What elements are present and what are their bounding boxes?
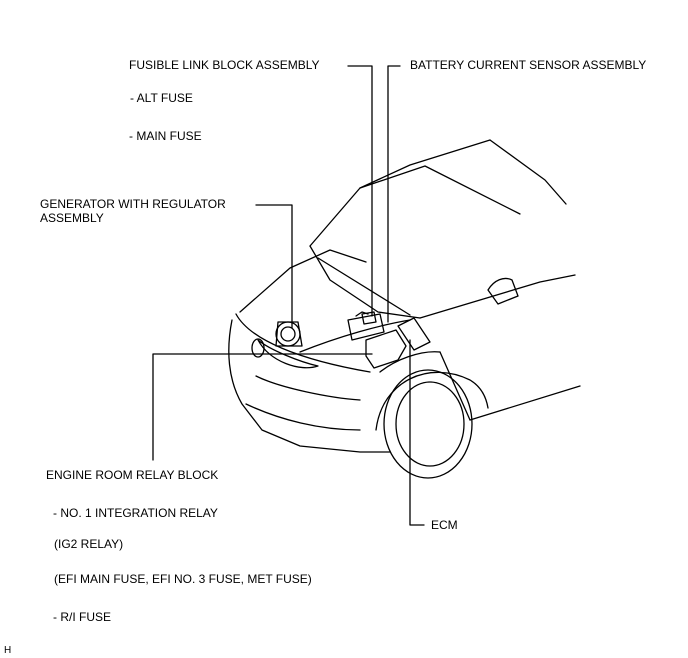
generator-label-line2: ASSEMBLY [40, 211, 104, 225]
hood-left [235, 313, 371, 373]
ecm-label: ECM [431, 518, 458, 532]
roof-rear [489, 139, 567, 205]
side-sill [469, 385, 581, 421]
a-pillar [309, 245, 421, 319]
wheel-arch [375, 371, 489, 431]
door-line [439, 351, 471, 421]
generator-part [275, 321, 303, 347]
leader-fusible-link [347, 65, 373, 317]
integration-relay-label: - NO. 1 INTEGRATION RELAY [53, 506, 218, 520]
ig2-relay-label: (IG2 RELAY) [54, 537, 124, 551]
windshield-base [317, 257, 411, 316]
hood-center [299, 319, 411, 353]
fender [379, 351, 441, 373]
windshield-top [359, 165, 521, 215]
fusible-link-part [361, 311, 377, 325]
ri-fuse-label: - R/I FUSE [53, 610, 112, 624]
main-fuse-label: - MAIN FUSE [129, 129, 202, 143]
alt-fuse-label: - ALT FUSE [130, 91, 193, 105]
efi-fuses-label: (EFI MAIN FUSE, EFI NO. 3 FUSE, MET FUSE… [54, 572, 312, 586]
belt-line [419, 274, 576, 319]
front-wheel [383, 369, 473, 479]
fusible-link-label: FUSIBLE LINK BLOCK ASSEMBLY [129, 58, 320, 72]
front-rim [395, 381, 465, 467]
generator-label-line1: GENERATOR WITH REGULATOR [40, 197, 226, 211]
leader-ecm [409, 339, 425, 526]
grille [255, 375, 361, 401]
headlamp [257, 339, 319, 369]
ecm-part [397, 317, 431, 351]
hood-edge [239, 249, 367, 313]
roof-line [309, 139, 491, 247]
lower-grille [245, 403, 361, 431]
engine-relay-block-label: ENGINE ROOM RELAY BLOCK [46, 468, 219, 482]
mirror [487, 277, 519, 305]
front-bumper [228, 319, 391, 453]
leader-battery-sensor [387, 65, 401, 323]
relay-block-part [365, 329, 407, 369]
battery-sensor-label: BATTERY CURRENT SENSOR ASSEMBLY [410, 58, 647, 72]
leader-generator [255, 204, 293, 329]
corner-mark: H [4, 645, 12, 656]
leader-relay-block [152, 353, 373, 461]
